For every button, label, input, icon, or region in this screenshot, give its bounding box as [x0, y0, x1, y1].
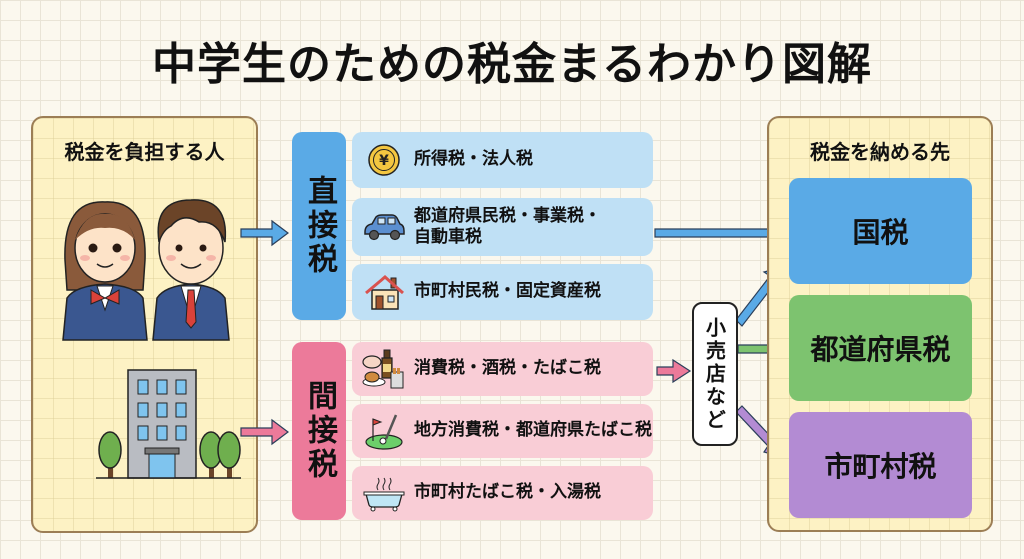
indirect-tax-item-text: 消費税・酒税・たばこ税 [414, 358, 601, 379]
retail-store-box: 小売店など [692, 302, 738, 446]
taxpayer-panel: 税金を負担する人 [31, 116, 258, 533]
direct-tax-item-text: 都道府県民税・事業税・ 自動車税 [414, 205, 601, 247]
food-drink-tobacco-icon [362, 349, 406, 389]
arrow-indirect-to-retail [656, 358, 692, 384]
taxpayer-panel-title: 税金を負担する人 [64, 140, 225, 164]
office-building-illustration [96, 369, 241, 479]
svg-text:¥: ¥ [379, 153, 389, 169]
municipal-tax-box: 市町村税 [789, 412, 972, 518]
indirect-tax-item-text: 市町村たばこ税・入湯税 [414, 482, 601, 503]
direct-tax-item: 都道府県民税・事業税・ 自動車税 [352, 198, 653, 256]
house-icon [362, 272, 406, 312]
prefecture-tax-box: 都道府県税 [789, 295, 972, 401]
page-title: 中学生のための税金まるわかり図解 [152, 39, 872, 90]
arrow-people-to-direct [240, 219, 289, 247]
arrow-company-to-indirect [240, 418, 289, 446]
recipient-panel-title: 税金を納める先 [810, 140, 950, 164]
national-tax-box: 国税 [789, 178, 972, 284]
indirect-tax-label: 間接税 [292, 342, 346, 520]
indirect-tax-item: 消費税・酒税・たばこ税 [352, 342, 653, 396]
direct-tax-item-text: 市町村民税・固定資産税 [414, 281, 601, 302]
golf-icon [362, 411, 406, 451]
tree-icon [199, 431, 241, 478]
indirect-tax-item: 市町村たばこ税・入湯税 [352, 466, 653, 520]
yen-coin-icon: ¥ [362, 140, 406, 180]
boy-student-icon [152, 199, 230, 341]
direct-tax-label: 直接税 [292, 132, 346, 320]
indirect-tax-item: 地方消費税・都道府県たばこ税 [352, 404, 653, 458]
girl-student-icon [62, 201, 148, 341]
tree-icon [98, 431, 122, 478]
students-illustration [62, 199, 230, 341]
indirect-tax-item-text: 地方消費税・都道府県たばこ税 [414, 420, 652, 441]
car-icon [362, 207, 406, 247]
direct-tax-item-text: 所得税・法人税 [414, 149, 533, 170]
direct-tax-item: ¥ 所得税・法人税 [352, 132, 653, 188]
direct-tax-item: 市町村民税・固定資産税 [352, 264, 653, 320]
bathtub-icon [362, 473, 406, 513]
